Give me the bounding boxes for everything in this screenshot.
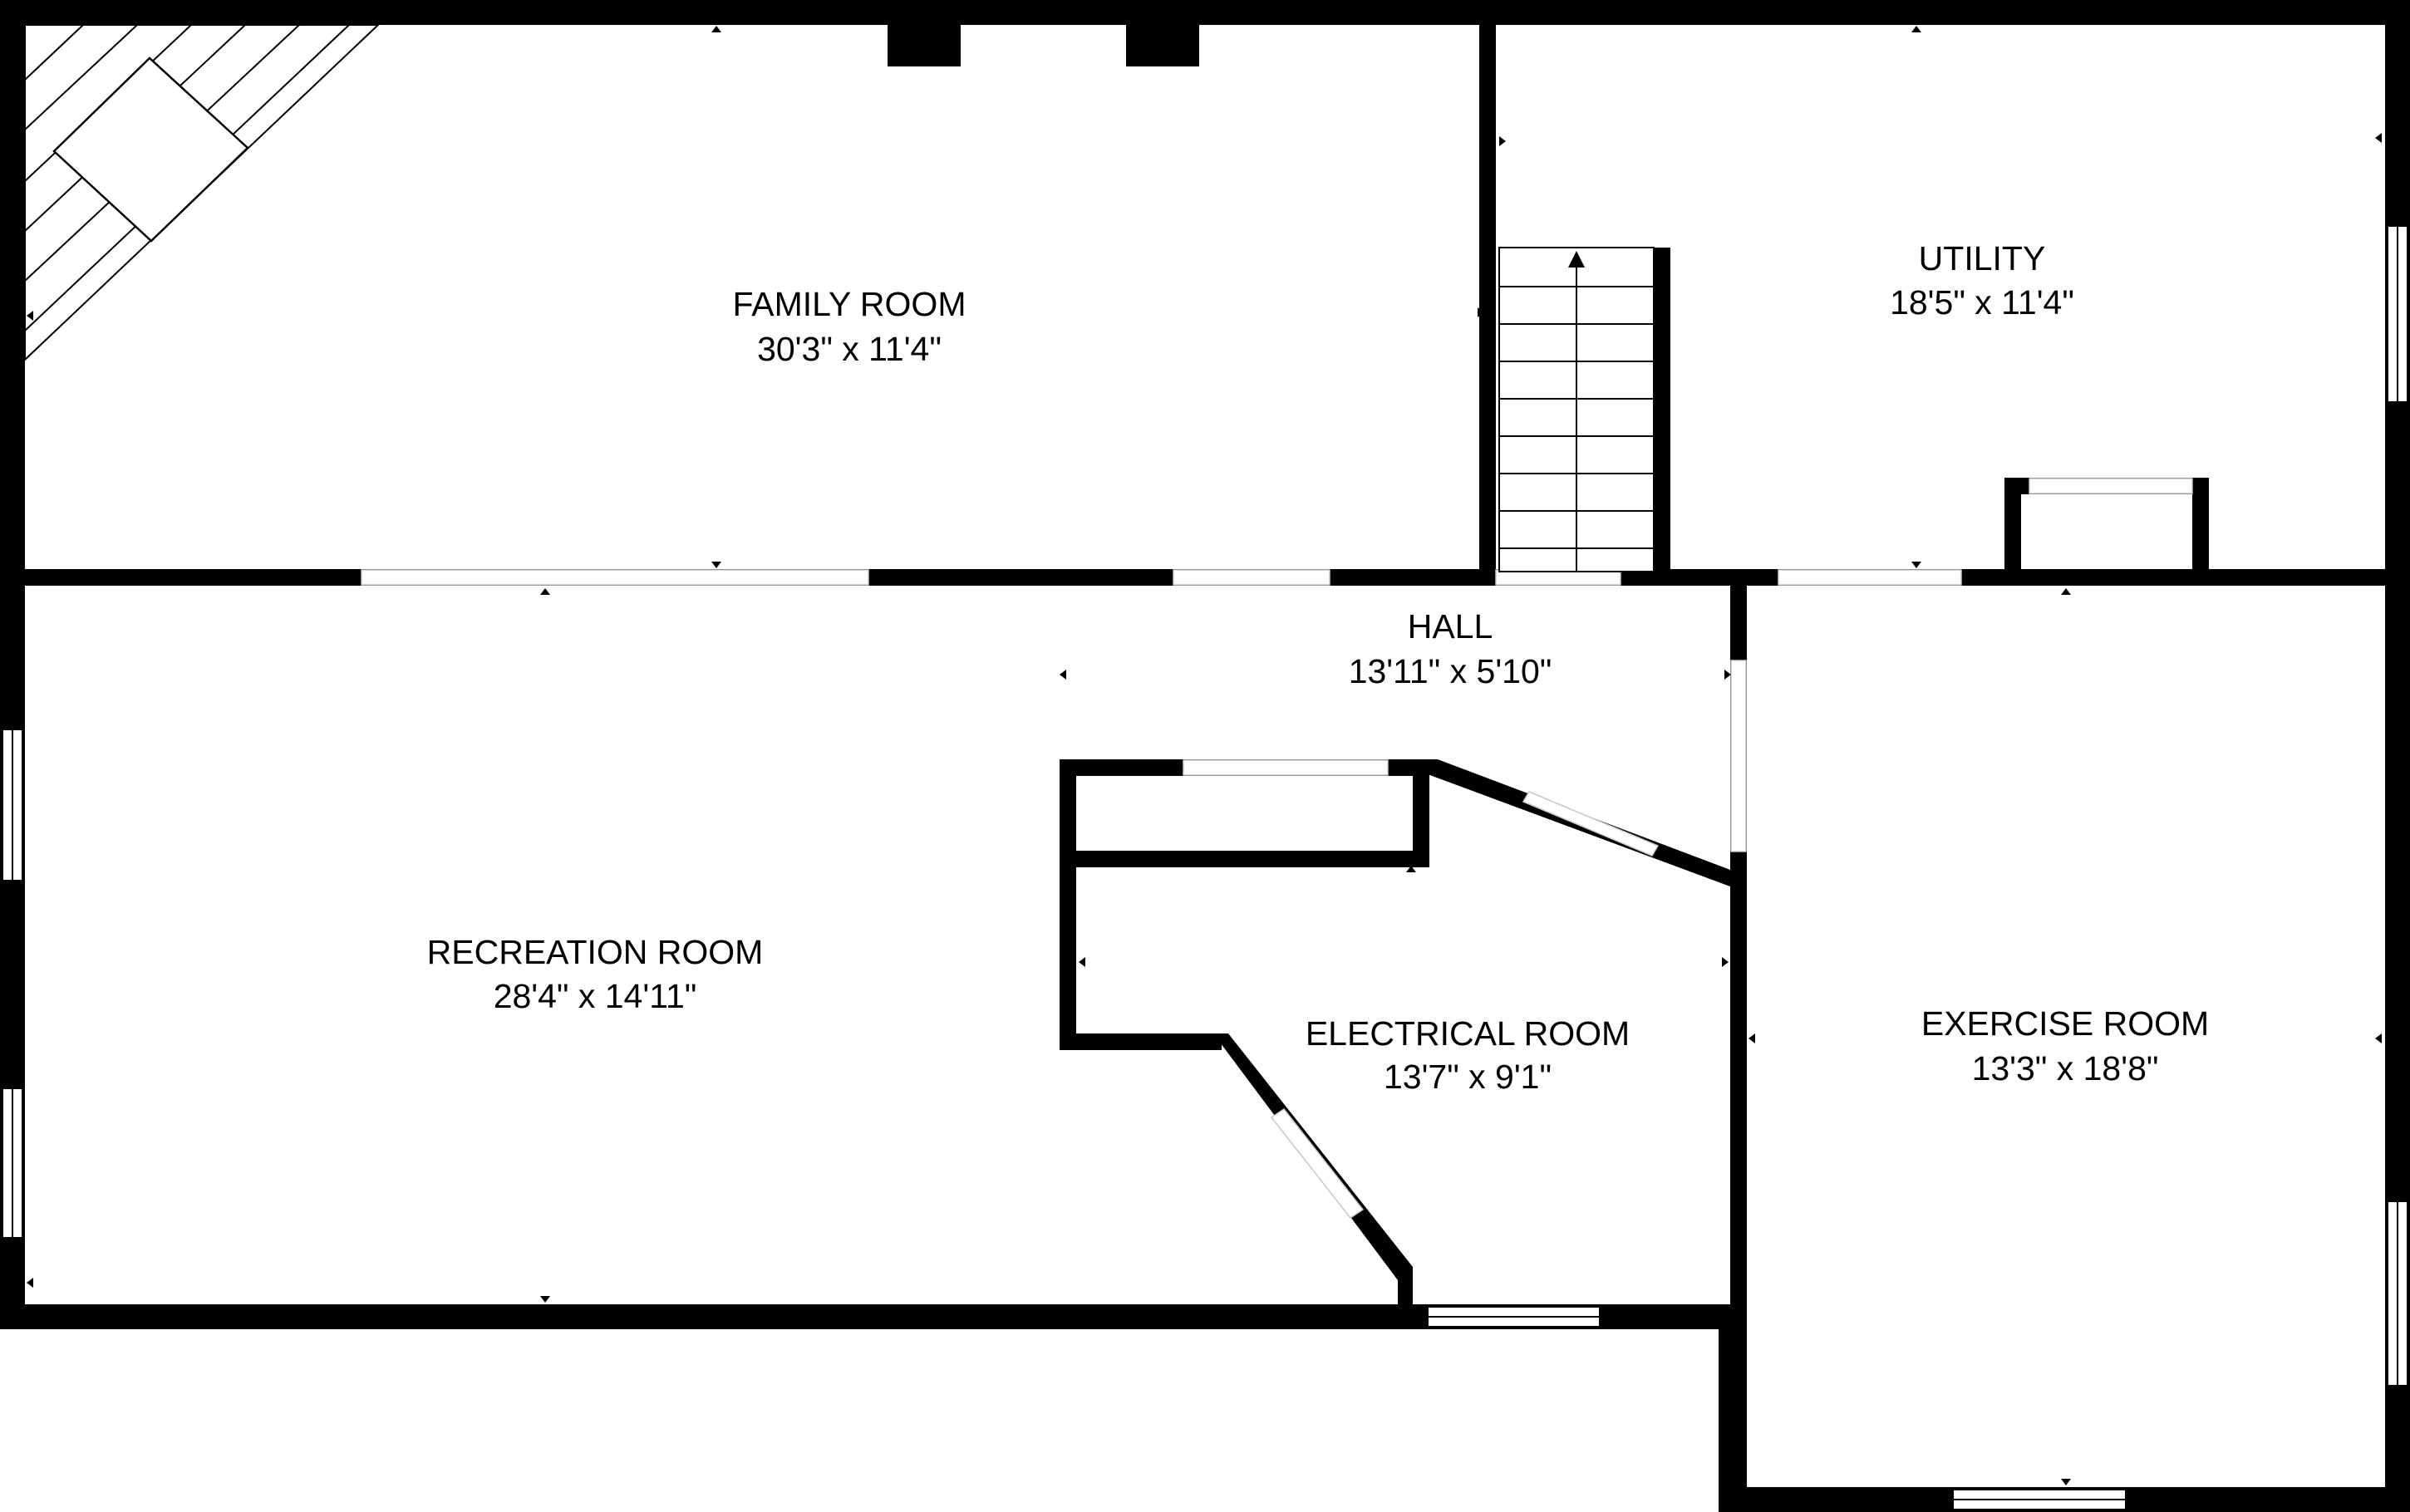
room-dimensions: 28'4" x 14'11" (494, 977, 697, 1015)
room-name: ELECTRICAL ROOM (1306, 1014, 1630, 1053)
room-label-family-room: FAMILY ROOM 30'3" x 11'4" (733, 285, 966, 368)
room-label-utility: UTILITY 18'5" x 11'4" (1890, 239, 2074, 322)
dimension-markers (27, 26, 2382, 1485)
room-dimensions: 18'5" x 11'4" (1890, 283, 2074, 322)
windows (2, 225, 2408, 1510)
room-label-electrical-room: ELECTRICAL ROOM 13'7" x 9'1" (1306, 1014, 1630, 1096)
room-label-hall: HALL 13'11" x 5'10" (1349, 607, 1552, 690)
room-name: HALL (1408, 607, 1493, 646)
room-dimensions: 13'11" x 5'10" (1349, 652, 1552, 690)
fireplace-hatch (24, 24, 381, 362)
wall-notches (888, 21, 1199, 66)
room-name: FAMILY ROOM (733, 285, 966, 323)
room-dimensions: 13'7" x 9'1" (1384, 1058, 1552, 1096)
room-dimensions: 13'3" x 18'8" (1972, 1049, 2159, 1087)
room-name: RECREATION ROOM (427, 933, 764, 971)
room-name: EXERCISE ROOM (1921, 1004, 2209, 1043)
room-label-recreation-room: RECREATION ROOM 28'4" x 14'11" (427, 933, 764, 1015)
staircase (1498, 247, 1655, 572)
room-label-exercise-room: EXERCISE ROOM 13'3" x 18'8" (1921, 1004, 2209, 1087)
door-openings (361, 478, 2193, 1220)
room-dimensions: 30'3" x 11'4" (757, 330, 942, 368)
room-name: UTILITY (1919, 239, 2046, 277)
